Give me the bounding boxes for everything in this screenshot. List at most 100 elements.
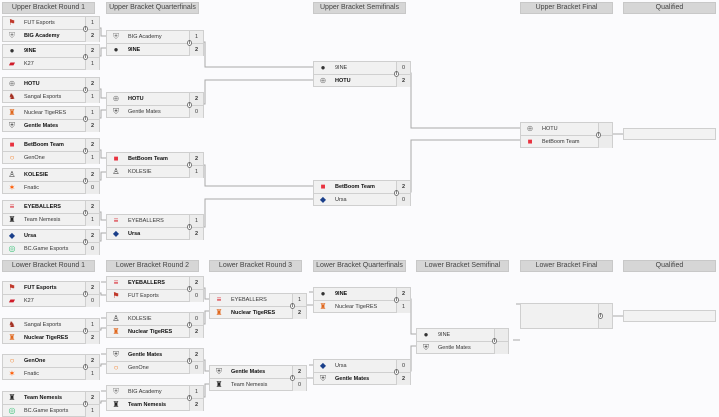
info-icon[interactable]: i — [187, 40, 192, 46]
team-score: 2 — [85, 119, 99, 132]
info-icon[interactable]: i — [187, 224, 192, 230]
info-icon[interactable]: i — [83, 148, 88, 154]
info-icon[interactable]: i — [83, 401, 88, 407]
info-icon[interactable]: i — [394, 71, 399, 77]
info-icon[interactable]: i — [290, 303, 295, 309]
info-icon[interactable]: i — [394, 190, 399, 196]
info-icon[interactable]: i — [83, 210, 88, 216]
info-icon[interactable]: i — [290, 375, 295, 381]
info-icon[interactable]: i — [187, 286, 192, 292]
info-icon[interactable]: i — [598, 313, 603, 319]
header-lower-round-3: Lower Bracket Round 3 — [209, 260, 302, 272]
team-score: 0 — [189, 313, 203, 325]
info-icon[interactable]: i — [83, 328, 88, 334]
info-icon[interactable]: i — [596, 132, 601, 138]
info-icon[interactable]: i — [394, 369, 399, 375]
team-name: K27 — [24, 297, 34, 304]
info-icon[interactable]: i — [83, 116, 88, 122]
team-row[interactable]: ⊕HOTU — [521, 123, 612, 135]
info-icon[interactable]: i — [187, 102, 192, 108]
info-icon[interactable]: i — [83, 178, 88, 184]
info-icon[interactable]: i — [394, 297, 399, 303]
info-icon[interactable]: i — [83, 26, 88, 32]
info-icon[interactable]: i — [83, 291, 88, 297]
team-row[interactable]: ⛨Gentle Mates — [417, 341, 508, 354]
kolesie-logo-icon: ♙ — [8, 170, 16, 179]
team-score: 2 — [189, 153, 203, 165]
info-icon[interactable]: i — [187, 322, 192, 328]
info-icon[interactable]: i — [187, 395, 192, 401]
info-icon[interactable]: i — [83, 87, 88, 93]
team-row[interactable]: ■BetBoom Team — [521, 135, 612, 148]
info-icon[interactable]: i — [83, 239, 88, 245]
info-icon[interactable]: i — [187, 162, 192, 168]
info-icon[interactable]: i — [83, 364, 88, 370]
info-icon[interactable]: i — [492, 338, 497, 344]
team-row[interactable]: ●9INE — [417, 329, 508, 341]
info-icon[interactable]: i — [83, 54, 88, 60]
lower-final-match[interactable] — [520, 303, 613, 329]
info-icon[interactable]: i — [187, 358, 192, 364]
